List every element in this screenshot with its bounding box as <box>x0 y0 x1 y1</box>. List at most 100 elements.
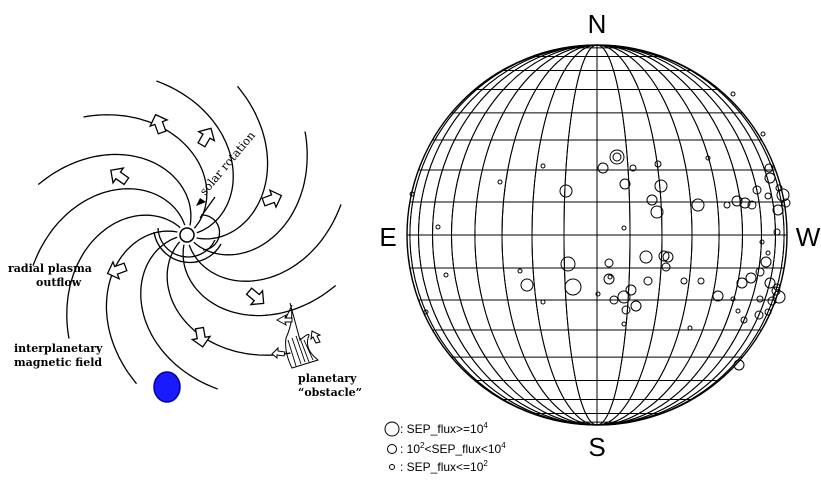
sep-event-marker <box>609 295 619 305</box>
sep-event-marker <box>625 284 637 296</box>
sep-event-marker <box>609 149 625 165</box>
sep-event-marker <box>691 198 705 212</box>
sun-icon <box>179 227 195 243</box>
sep-event-marker <box>752 185 762 195</box>
outflow-arrow-icon <box>261 188 283 209</box>
field-line <box>193 131 308 256</box>
legend-small-text: : SEP_flux<=102 <box>400 459 488 474</box>
sep-event-marker <box>423 309 429 315</box>
field-line <box>66 214 181 339</box>
sep-event-marker <box>735 308 741 314</box>
sep-event-marker <box>621 225 627 231</box>
radial-outflow-label-2: outflow <box>36 276 82 289</box>
field-line <box>188 204 342 282</box>
heliographic-grid <box>406 44 788 426</box>
sep-event-marker <box>731 195 743 207</box>
sep-event-marker <box>540 299 546 305</box>
imf-label-2: magnetic field <box>14 356 102 369</box>
sep-event-marker <box>643 276 653 286</box>
sep-event-marker <box>595 291 601 297</box>
sep-event-marker <box>639 250 653 264</box>
sep-event-marker <box>654 160 662 168</box>
sep-event-marker <box>747 200 757 210</box>
sep-event-marker <box>646 194 658 206</box>
legend-medium-prefix: : 10 <box>400 442 420 456</box>
legend-large-sup: 4 <box>483 421 488 430</box>
sep-event-marker <box>705 155 711 161</box>
sep-event-marker <box>617 290 631 304</box>
legend-medium-sup2: 4 <box>501 441 506 450</box>
sep-event-marker <box>733 359 745 371</box>
sep-event-marker <box>497 179 503 185</box>
sep-event-marker <box>517 268 523 274</box>
sep-event-marker <box>680 277 688 285</box>
outflow-arrow-icon <box>190 326 212 348</box>
sep-event-marker <box>764 192 772 200</box>
sep-event-marker <box>662 251 674 263</box>
sep-event-marker <box>760 131 766 137</box>
sep-event-marker <box>630 300 642 312</box>
sep-event-marker <box>764 308 772 316</box>
legend-small-sup: 2 <box>483 459 488 468</box>
sep-event-marker <box>772 204 784 216</box>
legend-medium-circle-icon <box>387 444 397 454</box>
planetary-label-1: planetary <box>298 372 357 385</box>
sep-event-marker <box>564 278 582 296</box>
sep-event-marker <box>607 274 613 280</box>
sep-event-marker <box>619 178 631 190</box>
outflow-arrows <box>106 113 283 348</box>
planetary-label-2: “obstacle” <box>298 386 362 399</box>
rotation-arrowhead-icon <box>196 198 206 206</box>
outflow-arrow-icon <box>106 260 128 281</box>
field-line <box>196 85 269 240</box>
sep-event-marker <box>756 295 764 303</box>
outflow-arrow-icon <box>245 287 265 306</box>
sep-event-marker <box>560 256 576 272</box>
sep-event-marker <box>559 184 573 198</box>
legend-medium-text: : 102<SEP_flux<104 <box>400 441 506 456</box>
sep-event-markers <box>409 91 791 371</box>
sep-event-marker <box>604 258 614 268</box>
sep-event-marker <box>654 179 668 193</box>
sep-event-marker <box>712 290 724 302</box>
obstacle-arrows <box>271 313 322 360</box>
sep-event-marker <box>765 250 771 256</box>
sep-event-marker <box>755 267 765 277</box>
sep-event-marker <box>612 152 622 162</box>
parker-spiral-diagram: solar rotation radial plasma outflow int… <box>8 80 362 403</box>
legend-large-circle-icon <box>384 421 400 437</box>
outflow-arrow-icon <box>110 167 130 186</box>
sep-event-marker <box>764 163 774 173</box>
sep-event-marker <box>730 296 736 302</box>
east-label: E <box>379 222 396 252</box>
sep-event-marker <box>772 290 786 304</box>
sep-event-marker <box>760 256 772 268</box>
sep-event-marker <box>650 205 664 219</box>
sep-event-marker <box>443 272 449 278</box>
rotation-arcs <box>153 214 222 264</box>
outflow-arrow-icon <box>197 127 216 148</box>
sep-event-marker <box>661 262 671 272</box>
sep-event-marker <box>520 278 534 292</box>
field-line <box>83 114 208 229</box>
sep-event-marker <box>597 162 609 174</box>
sep-event-marker <box>736 277 748 289</box>
solar-disk-map: N S E W : SEP_flux>=104 : 102<SEP_flux<1… <box>379 9 820 474</box>
field-line <box>37 153 192 226</box>
sep-event-marker <box>723 201 731 209</box>
sep-event-marker <box>764 277 776 289</box>
sep-event-marker <box>767 296 777 306</box>
sep-event-marker <box>540 163 546 169</box>
sep-event-marker <box>754 310 764 320</box>
radial-outflow-label-1: radial plasma <box>8 262 92 275</box>
field-line <box>156 80 234 234</box>
field-line <box>166 241 291 356</box>
planet-icon <box>153 371 181 403</box>
sep-event-marker <box>629 164 637 172</box>
legend-small-prefix: : SEP_flux<=10 <box>400 460 484 474</box>
sep-event-marker <box>773 228 781 236</box>
imf-label-1: interplanetary <box>14 342 103 355</box>
sep-event-marker <box>621 321 627 327</box>
rotation-arrow-icon <box>199 196 216 219</box>
